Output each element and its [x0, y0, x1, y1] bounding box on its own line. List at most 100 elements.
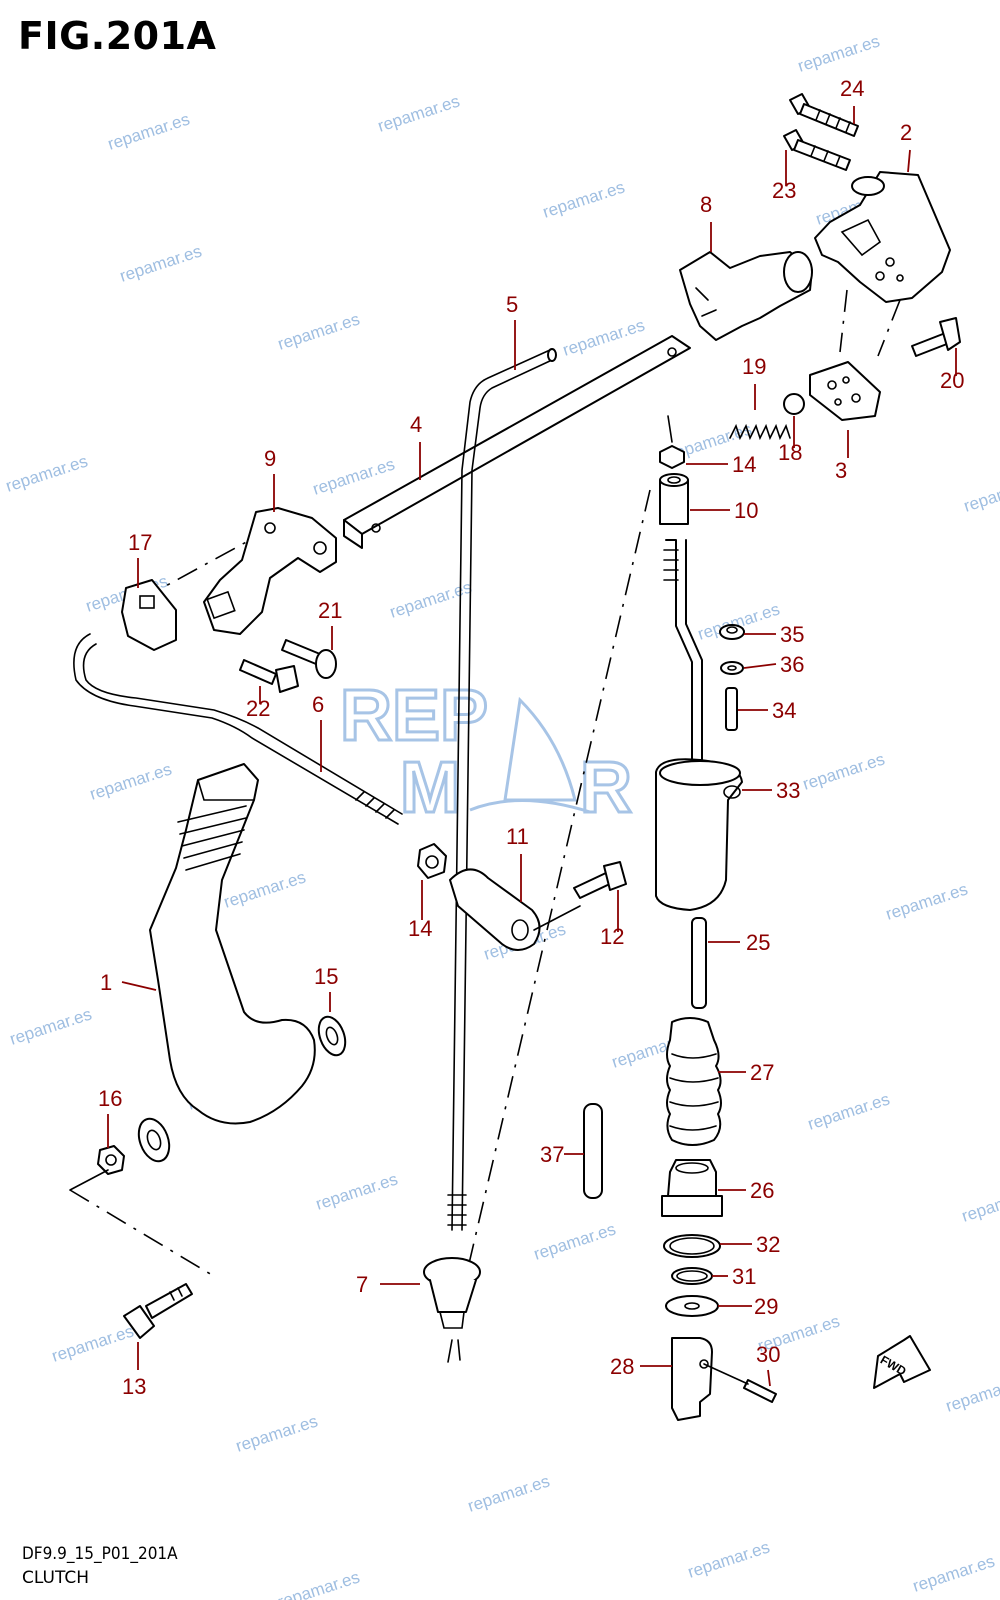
callout-4: 4 [410, 412, 422, 480]
watermark-text: repamar.es [883, 879, 970, 923]
callout-label: 14 [732, 452, 756, 477]
callout-label: 26 [750, 1178, 774, 1203]
callout-25: 25 [708, 930, 770, 955]
callout-19: 19 [742, 354, 766, 410]
callout-22: 22 [246, 686, 270, 721]
part-5-rod [447, 348, 557, 1231]
callout-label: 37 [540, 1142, 564, 1167]
watermark-text: repamar.es [959, 1181, 1000, 1225]
callout-28: 28 [610, 1354, 672, 1379]
callout-17: 17 [128, 530, 152, 588]
figure-title: FIG.201A [18, 14, 217, 58]
callout-27: 27 [718, 1060, 774, 1085]
callout-36: 36 [743, 652, 804, 677]
part-32-o-ring [671, 1267, 713, 1285]
callout-13: 13 [122, 1342, 146, 1399]
repamar-logo: REP M R [339, 675, 634, 830]
callout-label: 7 [356, 1272, 368, 1297]
part-15-washer [317, 1015, 347, 1057]
diagram-caption: CLUTCH [22, 1568, 89, 1588]
callout-26: 26 [718, 1178, 774, 1203]
callout-label: 20 [940, 368, 964, 393]
part-37-washer [720, 661, 744, 675]
svg-text:M: M [400, 748, 460, 828]
watermark-text: repamar.es [800, 749, 887, 793]
callout-30: 30 [756, 1342, 780, 1387]
callout-label: 2 [900, 120, 912, 145]
callout-label: 34 [772, 698, 796, 723]
part-8-housing [679, 251, 813, 341]
part-6-link-rod [73, 633, 403, 825]
callout-label: 13 [122, 1374, 146, 1399]
callout-label: 33 [776, 778, 800, 803]
part-shift-rod [663, 539, 703, 761]
part-18-clip [121, 579, 177, 651]
watermark-text: repamar.es [375, 91, 462, 135]
callout-23: 23 [772, 150, 796, 203]
callout-label: 23 [772, 178, 796, 203]
callout-37: 37 [540, 1142, 584, 1167]
watermark-text: repamar.es [233, 1411, 320, 1455]
callout-14: 14 [408, 880, 432, 941]
callout-9: 9 [264, 446, 276, 512]
callout-18: 18 [778, 416, 802, 465]
callout-leader [907, 149, 911, 173]
part-20-spring [729, 423, 791, 441]
callout-label: 11 [506, 824, 529, 849]
callout-7: 7 [356, 1272, 420, 1297]
callout-label: 3 [835, 458, 847, 483]
part-38-pin [583, 1103, 603, 1199]
diagram-code: DF9.9_15_P01_201A [22, 1544, 178, 1564]
svg-text:REP: REP [340, 676, 488, 756]
part-30-washer [665, 1295, 719, 1317]
part-34-guide [655, 758, 743, 911]
part-25-bolt [789, 93, 859, 137]
part-11-link [449, 868, 541, 951]
callout-label: 30 [756, 1342, 780, 1367]
watermark-text: repamar.es [310, 454, 397, 498]
watermark-text: repamar.es [117, 241, 204, 285]
callout-29: 29 [718, 1294, 778, 1319]
callout-label: 32 [756, 1232, 780, 1257]
callout-leader [767, 1369, 771, 1387]
watermark-text: repamar.es [795, 31, 882, 75]
callout-1: 1 [100, 970, 157, 995]
callout-label: 9 [264, 446, 276, 471]
callout-label: 12 [600, 924, 624, 949]
watermark-text: repamar.es [275, 1567, 362, 1600]
callout-11: 11 [506, 824, 529, 902]
callout-label: 24 [840, 76, 864, 101]
callout-12: 12 [600, 890, 624, 949]
callout-16: 16 [98, 1086, 122, 1148]
callout-label: 28 [610, 1354, 634, 1379]
part-23-bolt [239, 659, 299, 693]
watermark-text: repamar.es [805, 1089, 892, 1133]
callout-label: 15 [314, 964, 338, 989]
callout-14: 14 [686, 452, 756, 477]
callout-label: 27 [750, 1060, 774, 1085]
part-27-adjuster [661, 1159, 723, 1217]
callout-20: 20 [940, 348, 964, 393]
callout-label: 29 [754, 1294, 778, 1319]
part-26-rod [691, 917, 707, 1009]
part-35-pin [725, 687, 738, 731]
part-1-clutch-handle [149, 763, 316, 1125]
callout-label: 1 [100, 970, 112, 995]
part-17-nut [97, 1145, 125, 1175]
callout-label: 17 [128, 530, 152, 555]
watermark-text: repamar.es [540, 177, 627, 221]
callout-label: 14 [408, 916, 432, 941]
watermark-text: repamar.es [105, 109, 192, 153]
callout-6: 6 [312, 692, 324, 772]
part-16-washer [137, 1117, 171, 1163]
fwd-arrow-icon: FWD [873, 1335, 931, 1389]
part-4-shaft [343, 335, 691, 549]
watermark-text: repamar.es [87, 759, 174, 803]
callout-label: 18 [778, 440, 802, 465]
callout-label: 22 [246, 696, 270, 721]
watermark-text: repamar.es [313, 1169, 400, 1213]
part-3-plate [809, 361, 881, 421]
callout-24: 24 [840, 76, 864, 124]
callout-34: 34 [738, 698, 796, 723]
